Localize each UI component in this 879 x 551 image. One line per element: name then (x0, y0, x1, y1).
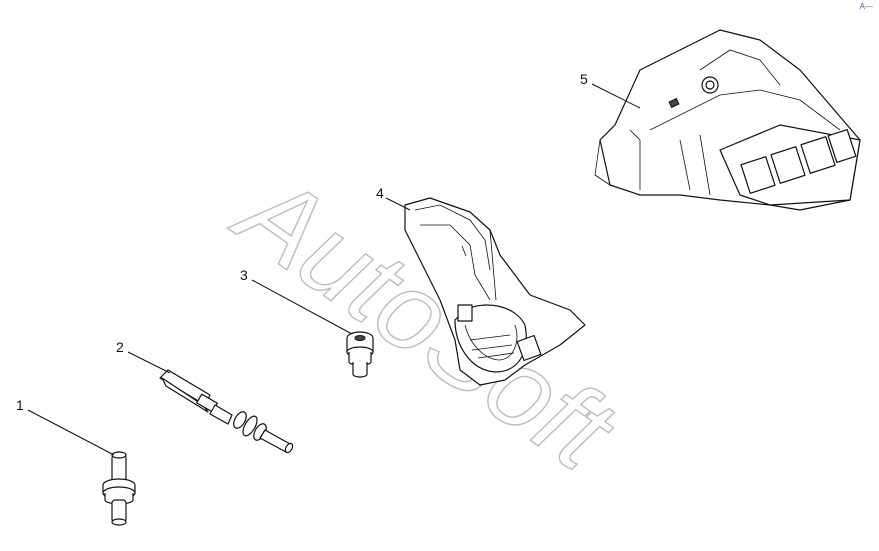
leader-line-3 (251, 279, 353, 335)
leader-line-2 (127, 351, 171, 374)
leader-line-4 (385, 197, 411, 211)
callout-5: 5 (580, 71, 588, 87)
part-5-connector-housing (594, 29, 861, 211)
part-2-terminal (159, 369, 294, 454)
part-4-cover (404, 197, 586, 386)
part-3-seal (346, 331, 374, 378)
callout-4: 4 (376, 185, 384, 201)
corner-mark: A— (859, 2, 873, 11)
callout-1: 1 (16, 397, 24, 413)
part-1-pin (102, 451, 136, 526)
leader-line-1 (27, 409, 115, 456)
leader-line-5 (591, 83, 641, 109)
callout-3: 3 (240, 267, 248, 283)
callout-2: 2 (116, 339, 124, 355)
